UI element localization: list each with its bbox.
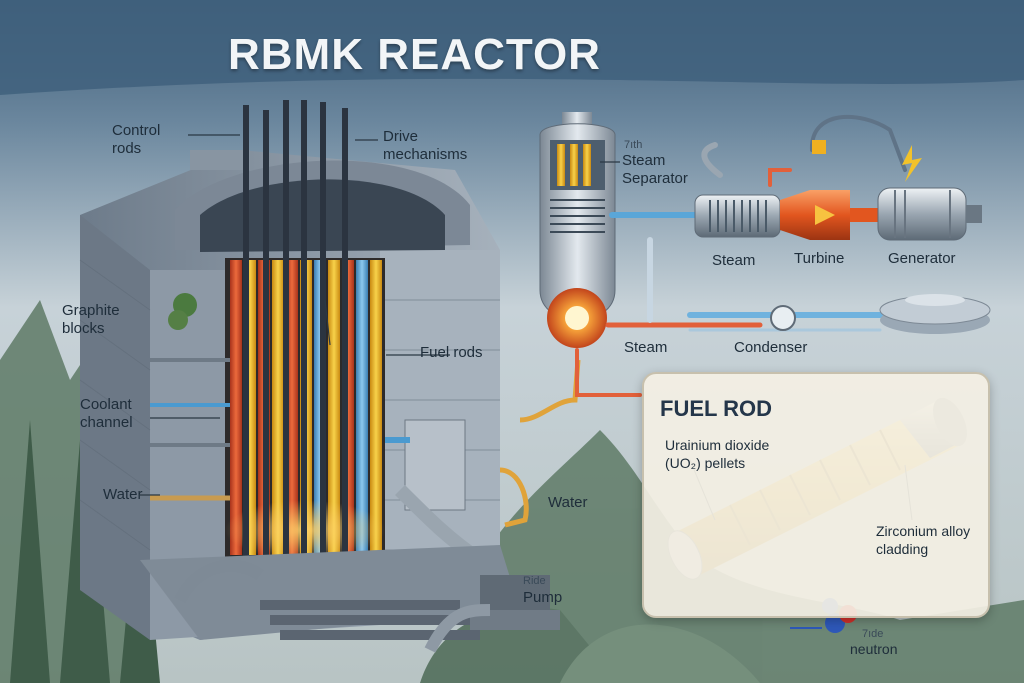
- label-water-right: Water: [548, 494, 588, 511]
- fuel-rod-title: FUEL ROD: [660, 396, 773, 421]
- label-uranium-pellets: Urainium dioxide (UO₂) pellets: [665, 437, 770, 471]
- fuel-rod-panel: [642, 372, 990, 618]
- label-fuel-rods: Fuel rods: [420, 344, 483, 361]
- control-rod-set: [243, 100, 348, 565]
- label-pump: Pump: [523, 589, 563, 606]
- label-neutron-tag: 7ıde: [862, 628, 884, 640]
- label-steam-top: Steam: [712, 252, 756, 269]
- label-steam-bottom: Steam: [624, 339, 668, 356]
- label-coolant-channel: Coolant channel: [80, 396, 133, 431]
- label-pump-tag: Ride: [523, 575, 546, 587]
- label-generator: Generator: [888, 250, 956, 267]
- generator-unit: [877, 145, 982, 241]
- label-steam-separator-tag: 7ıth: [624, 139, 643, 151]
- label-condenser: Condenser: [734, 339, 808, 356]
- label-drive-mechanisms: Drive mechanisms: [383, 128, 468, 163]
- diagram-title: RBMK REACTOR: [228, 30, 601, 79]
- condenser-unit: [770, 294, 991, 334]
- label-turbine: Turbine: [794, 250, 845, 267]
- label-zirconium-cladding: Zirconium alloy cladding: [876, 523, 971, 557]
- turbine-unit: [780, 140, 880, 240]
- steam-separator-vessel: [539, 112, 616, 348]
- label-control-rods: Control rods: [112, 122, 161, 157]
- label-neutron: neutron: [850, 641, 898, 657]
- steam-heat-exchanger: [694, 194, 781, 238]
- reactor-building: [79, 100, 560, 653]
- label-steam-separator: Steam Separator: [622, 152, 688, 187]
- label-water-left: Water: [103, 486, 143, 503]
- label-graphite-blocks: Graphite blocks: [62, 302, 120, 337]
